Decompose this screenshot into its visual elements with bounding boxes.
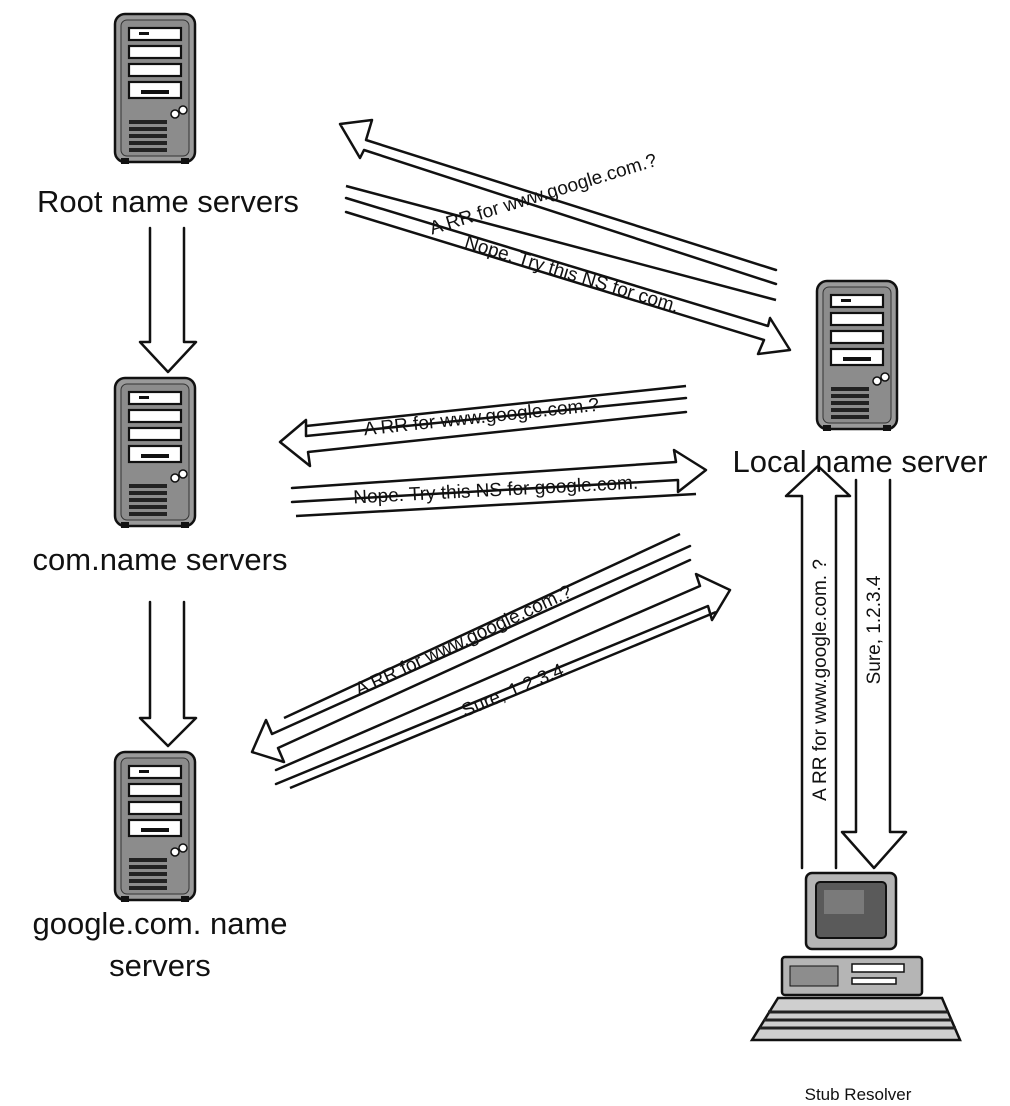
hollow-down-arrow-icon <box>138 226 198 374</box>
local-server-icon <box>815 279 899 433</box>
google-server-icon <box>113 750 197 904</box>
root-server-icon <box>113 12 197 166</box>
stub-label: Stub Resolver <box>805 1085 912 1104</box>
com-server-icon <box>113 376 197 530</box>
google-reply-arrow <box>274 572 732 790</box>
root-reply-arrow <box>344 184 792 356</box>
local-label: Local name server <box>732 444 987 479</box>
root-query-arrow <box>338 118 778 286</box>
google-reply-label: Sure, 1.2.3.4 <box>459 660 568 722</box>
root-query-label: A RR for www.google.com.? <box>427 150 659 239</box>
stub-query-label: A RR for www.google.com. ? <box>810 559 831 801</box>
com-query-arrow <box>278 384 688 468</box>
google-label-line2: servers <box>109 948 211 983</box>
desktop-computer-icon <box>749 871 962 1042</box>
hollow-down-arrow-icon <box>138 600 198 748</box>
google-query-arrow <box>250 532 692 764</box>
stub-reply-arrow <box>840 478 908 870</box>
root-label: Root name servers <box>37 184 299 219</box>
com-reply-arrow <box>290 448 708 518</box>
stub-reply-label: Sure, 1.2.3.4 <box>864 575 885 684</box>
com-reply-label: Nope. Try this NS for google.com. <box>353 473 639 509</box>
google-label-line1: google.com. name <box>32 906 287 941</box>
stub-query-arrow <box>784 464 852 870</box>
com-label: com.name servers <box>33 542 288 577</box>
